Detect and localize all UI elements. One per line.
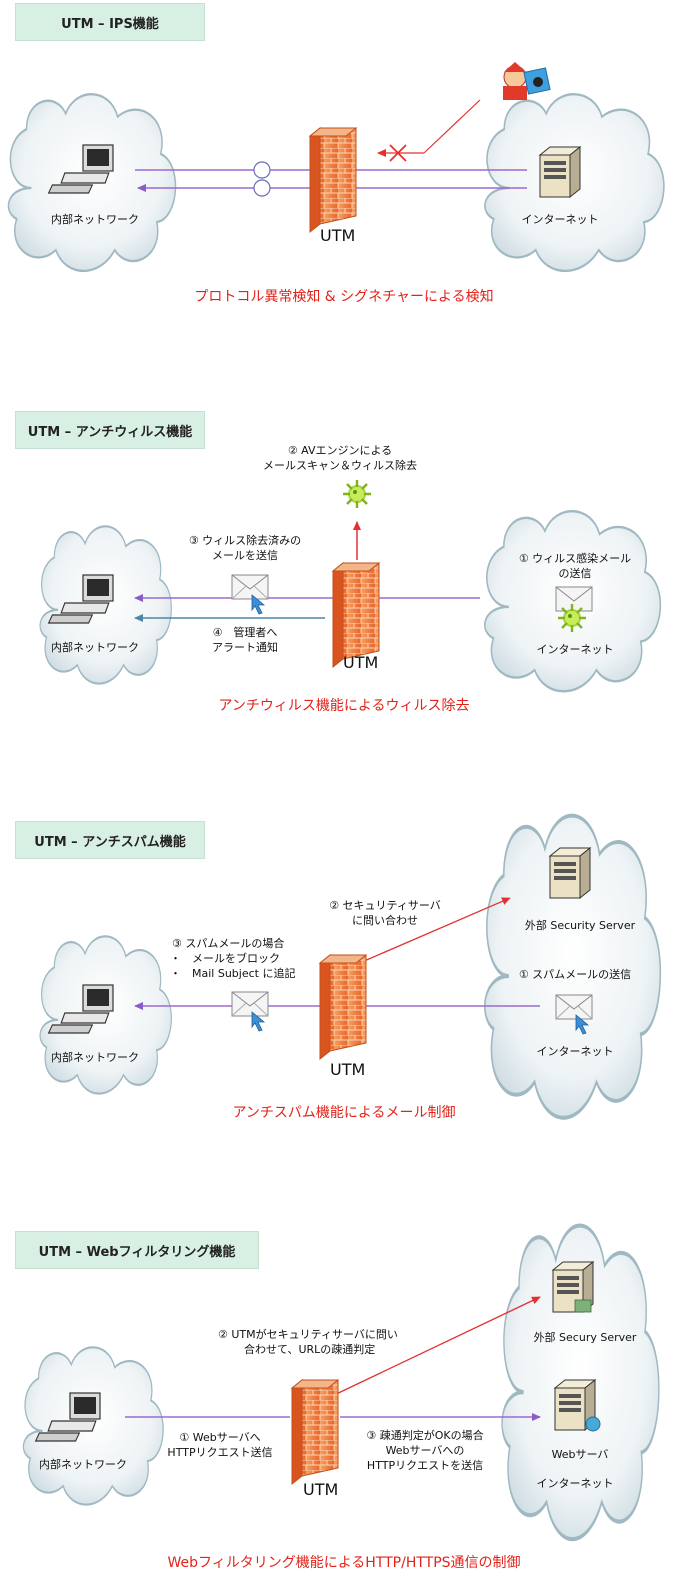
av-diagram <box>39 478 662 693</box>
web-step1-line1: ① Webサーバへ <box>179 1431 261 1444</box>
web-caption: Webフィルタリング機能によるHTTP/HTTPS通信の制御 <box>167 1555 521 1571</box>
block-x-icon <box>389 144 407 162</box>
virus-icon <box>556 602 588 634</box>
firewall-icon <box>309 127 357 233</box>
internal-network-label: 内部ネットワーク <box>51 213 139 226</box>
shield-icon <box>574 1299 592 1313</box>
external-server-label: 外部 Security Server <box>524 919 636 932</box>
spam-diagram <box>39 813 663 1120</box>
ips-diagram <box>7 62 666 273</box>
attack-line <box>423 99 481 154</box>
utm-label: UTM <box>343 653 379 672</box>
av-caption: アンチウィルス機能によるウィルス除去 <box>218 698 470 714</box>
spam-step3-line2: ・ メールをブロック <box>170 952 280 965</box>
web-step3-line1: ③ 疎通判定がOKの場合 <box>366 1429 484 1442</box>
ok-circle-icon <box>253 179 271 197</box>
internet-label: インターネット <box>536 1477 614 1490</box>
internet-label: インターネット <box>536 1045 614 1058</box>
spam-title: UTM – アンチスパム機能 <box>15 821 205 859</box>
web-server-label: Webサーバ <box>551 1448 609 1461</box>
infected-mail-icon <box>555 586 593 612</box>
query-arrow <box>329 1296 541 1398</box>
globe-icon <box>585 1416 601 1432</box>
attacker-icon <box>503 62 551 100</box>
av-step3-line2: メールを送信 <box>212 549 278 562</box>
mail-icon <box>231 574 269 615</box>
web-title: UTM – Webフィルタリング機能 <box>15 1231 259 1269</box>
utm-label: UTM <box>320 226 356 245</box>
web-step1-line2: HTTPリクエスト送信 <box>167 1446 273 1459</box>
firewall-icon <box>332 562 380 668</box>
web-step3-line2: Webサーバへの <box>385 1444 465 1457</box>
spam-step3-line3: ・ Mail Subject に追記 <box>170 967 296 980</box>
web-diagram <box>22 1226 658 1540</box>
spam-step3-line1: ③ スパムメールの場合 <box>172 937 285 950</box>
mail-icon <box>231 991 269 1032</box>
server-icon <box>549 847 591 899</box>
spam-step1: ① スパムメールの送信 <box>518 968 632 981</box>
av-title: UTM – アンチウィルス機能 <box>15 411 205 449</box>
web-step2-line1: ② UTMがセキュリティサーバに問い <box>218 1328 398 1341</box>
av-step2-line1: ② AVエンジンによる <box>287 444 393 457</box>
firewall-icon <box>291 1379 339 1485</box>
internal-network-label: 内部ネットワーク <box>39 1458 127 1471</box>
web-step2-line2: 合わせて、URLの疎通判定 <box>244 1343 376 1356</box>
spam-step2-line1: ② セキュリティサーバ <box>329 899 441 912</box>
query-arrow <box>354 897 511 966</box>
ips-title: UTM – IPS機能 <box>15 3 205 41</box>
ips-caption: プロトコル異常検知 & シグネチャーによる検知 <box>194 289 494 305</box>
web-step3-line3: HTTPリクエストを送信 <box>366 1459 484 1472</box>
av-step2-line2: メールスキャン＆ウィルス除去 <box>263 459 417 472</box>
utm-label: UTM <box>330 1060 366 1079</box>
internet-label: インターネット <box>536 643 614 656</box>
virus-icon <box>341 478 373 510</box>
spam-caption: アンチスパム機能によるメール制御 <box>232 1105 456 1121</box>
internal-network-label: 内部ネットワーク <box>51 641 139 654</box>
internet-label: インターネット <box>521 213 599 226</box>
av-step4-line2: アラート通知 <box>212 641 278 654</box>
av-step4-line1: ④ 管理者へ <box>212 626 278 639</box>
av-step1-line1: ① ウィルス感染メール <box>518 552 632 565</box>
external-server-label: 外部 Secury Server <box>533 1331 637 1344</box>
server-icon <box>539 146 581 198</box>
internal-network-label: 内部ネットワーク <box>51 1051 139 1064</box>
av-step1-line2: の送信 <box>558 567 592 580</box>
utm-label: UTM <box>303 1480 339 1499</box>
spam-step2-line2: に問い合わせ <box>352 914 418 927</box>
firewall-icon <box>319 954 367 1060</box>
av-step3-line1: ③ ウィルス除去済みの <box>188 534 302 547</box>
ok-circle-icon <box>253 161 271 179</box>
